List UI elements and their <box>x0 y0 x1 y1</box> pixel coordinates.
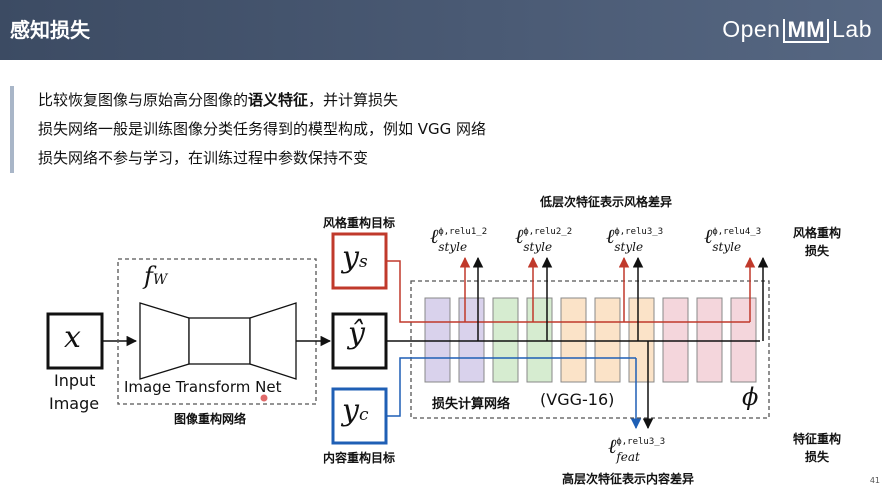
style-loss-side-2: 损失 <box>805 244 830 258</box>
style-path <box>386 260 750 323</box>
content-path <box>386 357 636 417</box>
transform-net-box <box>117 258 317 405</box>
loss-network-caption: 损失计算网络 <box>432 397 511 412</box>
output-box <box>331 312 388 370</box>
input-label-2: Image <box>49 394 100 413</box>
bullet-1: 比较恢复图像与原始高分图像的语义特征，并计算损失 <box>38 86 486 115</box>
bullet-2: 损失网络一般是训练图像分类任务得到的模型构成，例如 VGG 网络 <box>38 120 487 138</box>
output-symbol: ŷ <box>348 316 365 351</box>
vgg-layer <box>662 297 689 383</box>
input-symbol: x <box>64 320 81 355</box>
page-number: 41 <box>869 476 880 485</box>
low-level-title: 低层次特征表示风格差异 <box>540 195 673 209</box>
transform-label: Image Transform Net <box>124 378 282 396</box>
vgg-layer <box>730 297 757 383</box>
encoder-shape <box>139 302 190 380</box>
vgg-layer <box>594 297 621 383</box>
content-target-sub: c <box>358 405 369 425</box>
slide-title: 感知损失 <box>10 18 90 42</box>
style-target-caption: 风格重构目标 <box>323 216 396 230</box>
input-box <box>46 312 104 370</box>
bullet-1-after: ，并计算损失 <box>308 91 399 109</box>
loss-network-name: (VGG-16) <box>540 390 615 409</box>
vgg-layer <box>560 297 587 383</box>
loss-network-box <box>410 280 770 419</box>
feature-loss-sup: ϕ,relu3_3 <box>616 437 666 447</box>
feature-loss-side-1: 特征重构 <box>793 432 842 446</box>
content-target-caption: 内容重构目标 <box>323 451 396 465</box>
feature-loss-sub: feat <box>616 450 640 464</box>
style-loss-2-sup: ϕ,relu2_2 <box>523 227 573 237</box>
style-target-main: y <box>342 240 359 275</box>
phi-symbol: ϕ <box>742 383 759 411</box>
style-loss-4-sub: style <box>712 240 742 254</box>
vgg-layer <box>424 297 451 383</box>
style-loss-1-sup: ϕ,relu1_2 <box>438 227 488 237</box>
style-loss-2-sub: style <box>523 240 553 254</box>
logo-suffix: Lab <box>832 16 872 42</box>
transform-symbol-sub: W <box>152 272 168 288</box>
bottleneck-shape <box>188 317 251 365</box>
content-target-main: y <box>342 393 359 428</box>
vgg-layer <box>526 297 553 383</box>
transform-symbol-main: f <box>144 262 153 290</box>
high-level-title: 高层次特征表示内容差异 <box>562 472 695 486</box>
content-target-symbol: yc <box>342 393 368 428</box>
cursor-dot <box>260 394 268 402</box>
transform-symbol: fW <box>144 262 167 290</box>
logo-mm: MM <box>783 19 830 43</box>
style-loss-side-1: 风格重构 <box>793 226 842 240</box>
bullet-1-bold: 语义特征 <box>248 91 309 109</box>
style-loss-3-sub: style <box>614 240 644 254</box>
bullet-list: 比较恢复图像与原始高分图像的语义特征，并计算损失 损失网络一般是训练图像分类任务… <box>10 86 486 173</box>
vgg-layers <box>424 297 757 383</box>
feature-loss-side-2: 损失 <box>805 450 830 464</box>
style-target-sub: s <box>358 252 368 272</box>
transform-caption: 图像重构网络 <box>174 412 247 426</box>
style-loss-3-sup: ϕ,relu3_3 <box>614 227 664 237</box>
vgg-layer <box>628 297 655 383</box>
decoder-shape <box>249 302 297 380</box>
bullet-1-before: 比较恢复图像与原始高分图像的 <box>38 91 249 109</box>
vgg-layer <box>696 297 723 383</box>
vgg-layer <box>458 297 485 383</box>
style-loss-4-sup: ϕ,relu4_3 <box>712 227 762 237</box>
style-target-symbol: ys <box>342 240 368 275</box>
input-label-1: Input <box>54 371 96 390</box>
style-loss-1-sub: style <box>438 240 468 254</box>
logo-prefix: Open <box>722 16 781 42</box>
bullet-3: 损失网络不参与学习，在训练过程中参数保持不变 <box>38 149 369 167</box>
vgg-layer <box>492 297 519 383</box>
